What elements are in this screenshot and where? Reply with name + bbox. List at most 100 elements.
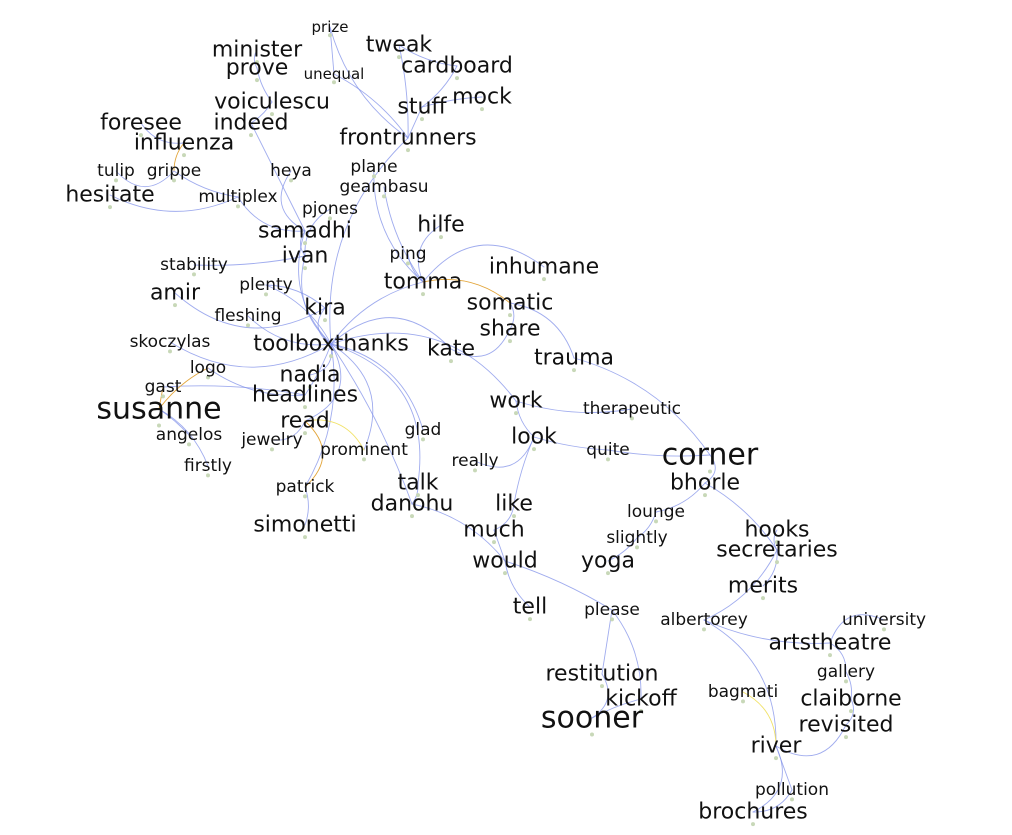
node-label-look: look [511,425,557,450]
edge-toolboxthanks-read [304,343,342,422]
node-label-really: really [452,451,499,471]
edge-indeed-voiculescu [250,101,273,124]
node-label-much: much [463,518,524,543]
node-dot-talk [416,493,420,498]
node-label-somatic: somatic [467,291,554,316]
edge-please-kickoff [611,609,642,700]
node-dot-pjones [328,216,332,221]
node-label-tulip: tulip [97,161,135,181]
edge-grippe-tulip [115,170,175,187]
node-dot-fleshing [246,323,250,328]
node-dot-prominent [362,457,366,462]
edge-voiculescu-prove [256,67,273,103]
node-label-secretaries: secretaries [716,538,837,563]
node-dot-quite [606,457,610,462]
edge-albertorey-river [703,619,777,747]
node-dot-river [774,756,778,761]
node-label-hooks: hooks [744,518,809,543]
node-dot-sooner [590,732,594,737]
node-label-heya: heya [270,161,312,181]
node-label-headlines: headlines [252,383,358,408]
edge-albertorey-artstheatre [703,619,831,644]
node-label-stability: stability [160,255,228,275]
node-label-patrick: patrick [276,477,335,497]
node-label-albertorey: albertorey [660,610,748,630]
edge-tomma-plane [373,166,424,283]
node-dot-claiborne [849,709,853,714]
edge-tomma-somatic [422,279,511,304]
node-label-work: work [489,389,542,414]
node-label-unequal: unequal [304,65,365,83]
node-label-prove: prove [226,56,289,81]
edge-share-kate [450,328,511,357]
node-dot-cardboard [455,76,459,81]
node-label-firstly: firstly [184,456,232,476]
edge-much-would [493,529,506,562]
edge-patrick-simonetti [304,486,309,526]
edge-toolboxthanks-fleshing [247,315,332,346]
edge-toolboxthanks-tomma [330,281,424,345]
edge-toolboxthanks-headlines [304,343,332,396]
edge-artstheatre-university [829,614,885,644]
node-label-read: read [280,409,330,434]
node-dot-foresee [139,133,143,138]
edge-restitution-sooner [591,673,609,719]
node-label-angelos: angelos [156,425,223,445]
node-label-frontrunners: frontrunners [339,126,476,151]
node-dot-jewelry [270,447,274,452]
node-label-therapeutic: therapeutic [583,399,681,419]
edge-like-much [493,503,515,531]
edge-somatic-trauma [509,302,575,359]
node-dot-pollution [790,797,794,802]
edge-frontrunners-prize [329,26,409,139]
edge-artstheatre-gallery [829,642,847,673]
node-dot-somatic [508,313,512,318]
edge-river-brochures [752,745,783,813]
node-label-prominent: prominent [320,440,408,460]
node-label-talk: talk [398,471,439,496]
node-dot-patrick [303,494,307,499]
node-label-artstheatre: artstheatre [769,631,892,656]
edge-trauma-corner [573,357,711,456]
node-dot-simonetti [303,535,307,540]
node-dot-plane [372,174,376,179]
edge-revisited-river [775,724,847,757]
edge-headlines-logo [207,367,306,396]
edge-claiborne-revisited [845,698,854,726]
node-dots-layer [108,33,886,827]
edge-kira-amir [174,292,326,329]
edge-tweak-cardboard [398,44,458,67]
node-dot-grippe [172,178,176,183]
edge-toolboxthanks-kate [330,317,452,350]
node-dot-logo [206,375,210,380]
node-label-ivan: ivan [282,244,329,269]
edge-toolboxthanks-danohu [330,343,413,505]
node-dot-bhorle [703,493,707,498]
edge-please-restitution [601,609,613,675]
node-label-merits: merits [728,574,798,599]
node-label-amir: amir [150,281,201,306]
node-label-danohu: danohu [371,492,454,517]
edge-toolboxthanks-prominent [330,343,374,451]
node-dot-merits [761,596,765,601]
node-dot-frontrunners [406,148,410,153]
node-dot-ping [406,261,410,266]
node-label-nadia: nadia [280,363,341,388]
node-label-please: please [584,600,640,620]
node-dot-minister [255,60,259,65]
node-label-share: share [480,317,541,342]
edge-samadhi-heya [280,170,306,232]
node-label-indeed: indeed [213,111,288,136]
edge-secretaries-hooks [773,529,778,551]
node-dot-samadhi [303,241,307,246]
edge-toolboxthanks-frontrunners [329,137,409,345]
node-label-quite: quite [586,440,629,460]
edge-look-quite [533,436,609,451]
node-dot-yoga [606,571,610,576]
node-label-inhumane: inhumane [489,255,599,280]
node-dot-stability [192,272,196,277]
edge-pollution-brochures [752,789,793,813]
node-dot-multiplex [236,204,240,209]
